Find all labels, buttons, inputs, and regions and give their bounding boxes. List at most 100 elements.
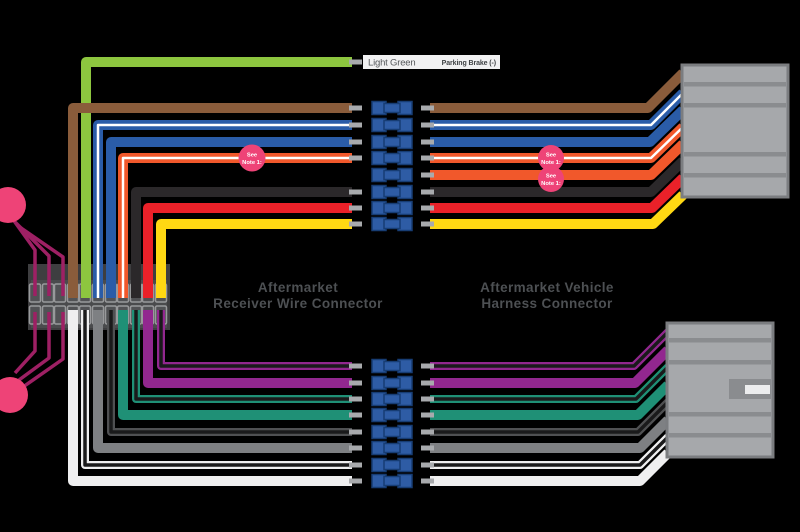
butt-connector: [371, 407, 413, 423]
wire-blue-left-segment: [106, 137, 352, 298]
wire-brown-left-segment: [68, 103, 352, 298]
wire-tip: [349, 122, 362, 128]
stripe-gray-black-left: [109, 310, 352, 434]
stripe-purple-black-right: [430, 330, 670, 368]
wire-tip: [421, 139, 434, 145]
wire-tip: [421, 396, 434, 402]
wire-tip: [349, 478, 362, 484]
stripe-orange-white-left: [121, 156, 352, 298]
see-note-circle-right-upper: [538, 145, 564, 171]
harness-title-line2: Harness Connector: [481, 296, 613, 311]
butt-connector: [371, 391, 413, 407]
pigtail-lead-bottom-3: [21, 312, 65, 389]
wire-tip: [421, 205, 434, 211]
stripe-orange-white-right: [430, 126, 684, 160]
wire-blue-right-segment: [430, 106, 687, 147]
wire-orange-right-segment: [430, 140, 687, 180]
pigtail-hubs: [0, 187, 28, 413]
wire-tip: [349, 59, 362, 65]
wire-light-green-left-segment: [81, 57, 352, 298]
wires-green: [118, 310, 672, 420]
stripe-blue-white-left: [96, 123, 352, 298]
see-note-text: See: [546, 153, 557, 159]
wire-purple-left-segment: [143, 310, 352, 388]
divider: [684, 173, 786, 178]
butt-connector: [371, 134, 413, 150]
stripe-white-black-right: [430, 435, 670, 467]
wire-tip: [349, 205, 362, 211]
wire-tip: [421, 412, 434, 418]
harness-title-line1: Aftermarket Vehicle: [480, 280, 614, 295]
wire-white-left-segment: [68, 310, 352, 486]
wire-tip: [421, 429, 434, 435]
divider: [669, 360, 771, 365]
wire-green-right-segment: [430, 381, 672, 420]
butt-connector: [371, 358, 413, 374]
stripe-green-black-left: [134, 310, 352, 401]
harness-bottom-dividers: [669, 338, 771, 438]
stripe-purple-black-left: [159, 310, 352, 368]
see-note-callouts: See Note 1: See Note 1: See Note 1:: [238, 144, 564, 192]
label-bar: [363, 55, 500, 69]
wire-tip: [349, 429, 362, 435]
pigtail-hub-bottom: [0, 377, 28, 413]
wires-brown: [68, 69, 687, 298]
butt-connector: [371, 167, 413, 183]
divider: [669, 338, 771, 343]
see-note-text: Note 1:: [541, 181, 561, 187]
harness-connector-bottom: [665, 321, 775, 459]
circuit-function-label: Parking Brake (-): [442, 60, 496, 67]
stripe-white-black-left: [83, 310, 352, 467]
receiver-title-line2: Receiver Wire Connector: [213, 296, 383, 311]
wires-yellow: [156, 191, 687, 298]
butt-connector: [371, 117, 413, 133]
wire-yellow-right-segment: [430, 191, 687, 229]
wire-tip: [421, 172, 434, 178]
see-note-circle-left: [238, 144, 266, 172]
stripe-blue-white-right: [430, 92, 684, 127]
pigtail-lead-top-3: [17, 224, 65, 296]
wire-yellow-left-segment: [156, 219, 352, 298]
harness-connector-top: [680, 63, 790, 199]
pigtail-lead-bottom-1: [13, 312, 37, 375]
wire-tip: [421, 478, 434, 484]
see-note-text: See: [546, 174, 557, 180]
wire-green-left-segment: [118, 310, 352, 420]
wire-light-green: [81, 57, 352, 298]
wire-tip: [349, 380, 362, 386]
butt-connector: [371, 424, 413, 440]
wire-tip: [421, 363, 434, 369]
butt-connector: [371, 375, 413, 391]
wire-brown-right-segment: [430, 69, 687, 113]
butt-connector: [371, 216, 413, 232]
butt-connector: [371, 200, 413, 216]
stripe-green-black-right: [430, 365, 670, 401]
wire-white-right-segment: [430, 449, 672, 486]
harness-top-dividers: [684, 82, 786, 178]
wire-tip: [421, 462, 434, 468]
wire-tip: [349, 105, 362, 111]
wire-black-left-segment: [131, 187, 352, 298]
pigtail-leads: [10, 216, 65, 389]
section-titles: Aftermarket Receiver Wire Connector Afte…: [213, 280, 614, 311]
butt-connector: [371, 184, 413, 200]
butt-connector: [371, 457, 413, 473]
wire-tip: [349, 189, 362, 195]
wires-black: [131, 157, 687, 298]
parking-brake-label: Light Green Parking Brake (-): [363, 55, 500, 69]
see-note-text: See: [247, 153, 258, 159]
wires-gray: [93, 310, 672, 453]
divider: [684, 152, 786, 157]
wire-tip: [421, 155, 434, 161]
stripe-gray-black-right: [430, 400, 670, 434]
wire-tip: [349, 412, 362, 418]
pigtail-hub-top: [0, 187, 26, 223]
wire-tip: [421, 122, 434, 128]
butt-connector: [371, 100, 413, 116]
divider: [684, 103, 786, 108]
wire-tip: [349, 462, 362, 468]
see-note-text: Note 1:: [541, 160, 561, 166]
wire-tip: [421, 189, 434, 195]
